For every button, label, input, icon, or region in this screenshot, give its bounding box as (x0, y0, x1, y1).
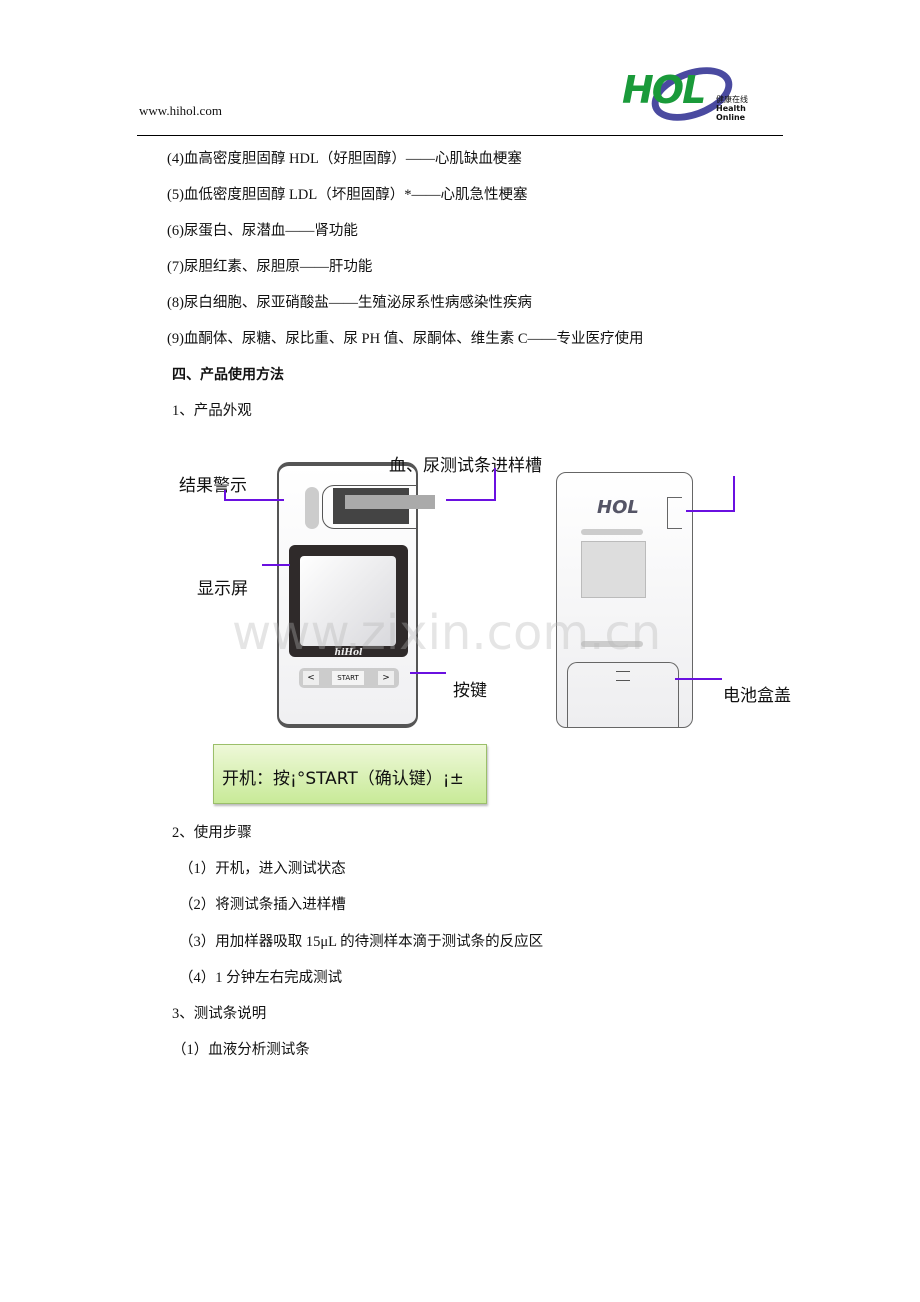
start-button[interactable]: START (332, 671, 364, 685)
step-item: （2）将测试条插入进样槽 (179, 897, 346, 913)
header-rule (137, 135, 783, 136)
power-on-callout: 开机：按¡°START（确认键）¡± (213, 744, 487, 804)
step-item: （3）用加样器吸取 15μL 的待测样本滴于测试条的反应区 (179, 934, 544, 950)
logo: HOL 健康在线 Health Online (620, 57, 770, 131)
subsection-heading: 1、产品外观 (172, 403, 252, 419)
label-keys: 按键 (453, 681, 487, 701)
header-url: www.hihol.com (139, 103, 222, 118)
watermark: www.zixin.com.cn (232, 605, 662, 661)
test-strip-icon (345, 495, 435, 509)
list-item: (6)尿蛋白、尿潜血——肾功能 (167, 223, 358, 239)
list-item: (5)血低密度胆固醇 LDL（坏胆固醇）*——心肌急性梗塞 (167, 187, 528, 203)
back-device: HOL (556, 472, 693, 728)
button-panel: < START > (299, 668, 399, 688)
subsection-heading: 3、测试条说明 (172, 1006, 267, 1022)
label-plate (581, 541, 646, 598)
list-item: (8)尿白细胞、尿亚硝酸盐——生殖泌尿系性病感染性疾病 (167, 295, 532, 311)
list-item: (7)尿胆红素、尿胆原——肝功能 (167, 259, 373, 275)
section-heading: 四、产品使用方法 (172, 367, 284, 383)
list-item: (9)血酮体、尿糖、尿比重、尿 PH 值、尿酮体、维生素 C——专业医疗使用 (167, 331, 644, 347)
result-indicator-icons (305, 487, 319, 529)
prev-button[interactable]: < (303, 671, 319, 685)
label-display: 显示屏 (197, 579, 248, 599)
label-sample-slot: 血、尿测试条进样槽 (389, 456, 542, 476)
display-screen: hiHol (289, 545, 408, 658)
label-battery-cover: 电池盒盖 (723, 686, 791, 706)
label-result-warning: 结果警示 (179, 476, 247, 496)
battery-cover (567, 662, 679, 728)
step-item: （4）1 分钟左右完成测试 (179, 970, 343, 986)
next-button[interactable]: > (378, 671, 394, 685)
front-device: hiHol < START > (277, 462, 435, 728)
sub-item: （1）血液分析测试条 (172, 1042, 310, 1058)
step-item: （1）开机，进入测试状态 (179, 861, 346, 877)
subsection-heading: 2、使用步骤 (172, 825, 252, 841)
list-item: (4)血高密度胆固醇 HDL（好胆固醇）——心肌缺血梗塞 (167, 151, 522, 167)
